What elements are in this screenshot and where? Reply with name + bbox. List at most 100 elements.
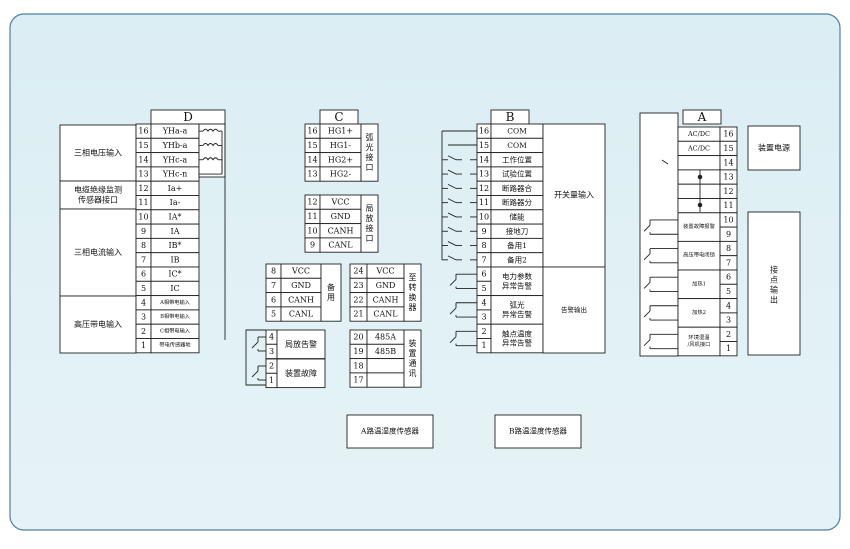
terminal-number: 7 — [141, 255, 146, 264]
terminal-number: 14 — [723, 158, 733, 167]
input-contact — [447, 169, 457, 175]
input-contact — [447, 241, 457, 246]
terminal-number: 16 — [723, 130, 733, 139]
terminal-number: 20 — [353, 333, 363, 342]
terminal-signal: HG1+ — [328, 127, 353, 136]
b-alarm-contact — [449, 279, 457, 286]
block-d-header-label: D — [183, 110, 193, 124]
coil-box — [198, 123, 226, 178]
a-relay-contact — [643, 310, 651, 318]
terminal-number: 3 — [269, 347, 274, 356]
terminal-signal: 试验位置 — [502, 169, 532, 179]
left-label-box — [59, 295, 137, 354]
terminal-number: 6 — [481, 270, 486, 279]
terminal-signal: 异常告警 — [502, 338, 532, 348]
terminal-signal: VCC — [330, 198, 349, 207]
terminal-signal: 备用2 — [507, 254, 527, 264]
terminal-number: 4 — [726, 301, 731, 310]
terminal-number: 12 — [307, 198, 317, 207]
a-right-bottom-box — [747, 211, 801, 356]
terminal-number: 24 — [353, 267, 363, 276]
terminal-signal: YHc-a — [162, 155, 187, 164]
terminal-number: 6 — [141, 270, 146, 279]
group-label-box — [320, 263, 342, 322]
terminal-number: 6 — [271, 295, 276, 304]
terminal-signal: IB — [170, 255, 179, 264]
terminal-signal: IB* — [168, 241, 181, 250]
group-label: 通 — [409, 358, 417, 368]
a-relay-contact — [643, 282, 651, 289]
terminal-number: 3 — [481, 313, 486, 322]
terminal-signal: AC/DC — [687, 130, 710, 138]
terminal-signal: 触点温度 — [502, 328, 532, 338]
terminal-signal: 断路器合 — [502, 183, 532, 193]
group-label: 换 — [409, 292, 417, 302]
terminal-number: 9 — [141, 227, 146, 236]
terminal-signal-cell — [677, 183, 721, 199]
terminal-signal: VCC — [375, 267, 394, 276]
terminal-number: 2 — [726, 330, 731, 339]
a-right-top-label: 装置电源 — [758, 143, 790, 153]
sensor-b-box — [494, 414, 582, 449]
coil-symbol — [202, 128, 219, 132]
terminal-number: 13 — [307, 170, 317, 179]
terminal-number: 12 — [138, 184, 148, 193]
left-label-box — [59, 124, 137, 182]
terminal-number: 21 — [353, 310, 363, 319]
terminal-signal: CANL — [289, 310, 314, 319]
terminal-signal: 装置故障报警 — [683, 222, 715, 230]
alarm-contact — [251, 370, 259, 378]
input-contact — [447, 155, 457, 161]
terminal-signal: 485B — [375, 347, 396, 356]
terminal-signal: VCC — [291, 267, 310, 276]
terminal-signal: YHa-a — [162, 127, 188, 136]
terminal-signal: IA — [171, 227, 180, 236]
terminal-number: 7 — [481, 255, 486, 264]
terminal-number: 3 — [141, 313, 146, 322]
terminal-number: 5 — [481, 284, 486, 293]
a-right-bottom-label: 接 — [770, 265, 778, 275]
terminal-signal: 接地刀 — [506, 226, 529, 236]
group-label: 转 — [409, 282, 417, 292]
terminal-signal: COM — [507, 141, 527, 150]
terminal-number: 23 — [353, 281, 363, 290]
terminal-signal: GND — [376, 281, 396, 290]
a-right-bottom-label: 输 — [770, 285, 778, 295]
alarm-label: 装置故障 — [285, 368, 317, 378]
terminal-number: 10 — [307, 226, 317, 235]
b-alarm-contact — [449, 336, 457, 343]
terminal-number: 4 — [481, 298, 486, 307]
terminal-signal: AC/DC — [687, 144, 710, 152]
terminal-number: 8 — [141, 241, 146, 250]
group-label: 装 — [409, 338, 417, 348]
b-right-top-box — [542, 123, 606, 268]
terminal-signal: 异常告警 — [502, 309, 532, 319]
terminal-signal: 电力参数 — [502, 271, 532, 281]
terminal-number: 13 — [138, 170, 148, 179]
group-label: 器 — [409, 303, 417, 312]
left-label-box — [59, 180, 137, 210]
terminal-signal: IC* — [168, 270, 181, 279]
terminal-signal-cell — [677, 155, 721, 171]
terminal-number: 11 — [138, 198, 148, 207]
terminal-signal: 485A — [375, 333, 396, 342]
terminal-number: 1 — [269, 376, 274, 385]
a-right-bottom-label: 点 — [770, 276, 778, 285]
terminal-signal: C相带电输入 — [160, 326, 190, 334]
coil-symbol — [202, 143, 219, 147]
terminal-signal: 工作位置 — [502, 154, 532, 164]
left-label: 高压带电输入 — [74, 319, 122, 329]
group-label: 至 — [409, 273, 417, 282]
a-right-top-box — [747, 125, 801, 171]
group-label: 接 — [366, 223, 374, 233]
terminal-number: 7 — [271, 281, 276, 290]
terminal-number: 13 — [723, 173, 733, 182]
alarm-label: 局放告警 — [285, 339, 317, 349]
group-label-box — [360, 123, 379, 182]
terminal-number: 10 — [138, 212, 148, 221]
terminal-signal: COM — [507, 127, 527, 136]
terminal-signal: 高压带电闭锁 — [683, 251, 715, 259]
b-right-bottom-label: 告警输出 — [561, 305, 587, 314]
input-contact — [447, 255, 457, 261]
